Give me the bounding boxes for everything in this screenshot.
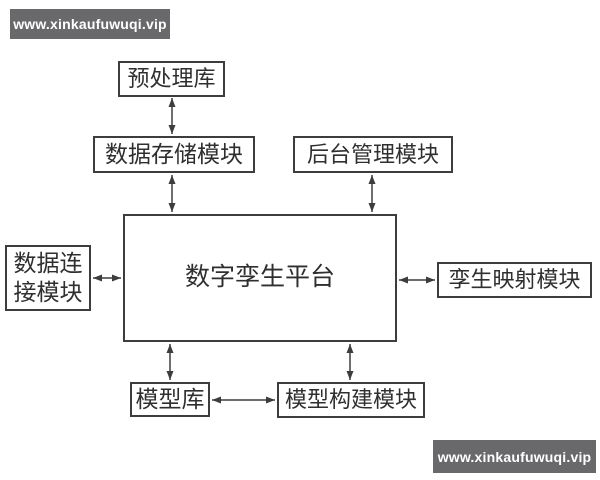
node-label-line1: 数据连 bbox=[13, 250, 83, 277]
node-twin-mapping-module: 孪生映射模块 bbox=[437, 262, 592, 298]
watermark-banner-top-left: www.xinkaufuwuqi.vip bbox=[10, 9, 170, 39]
node-data-storage-module: 数据存储模块 bbox=[93, 136, 255, 173]
watermark-text: www.xinkaufuwuqi.vip bbox=[13, 16, 167, 32]
node-label: 数字孪生平台 bbox=[184, 263, 335, 292]
node-label: 后台管理模块 bbox=[306, 141, 439, 167]
node-preprocessing-library: 预处理库 bbox=[118, 61, 225, 97]
node-model-library: 模型库 bbox=[130, 382, 210, 417]
watermark-text: www.xinkaufuwuqi.vip bbox=[437, 448, 592, 465]
node-label: 模型构建模块 bbox=[284, 387, 417, 413]
node-label: 模型库 bbox=[135, 386, 205, 413]
node-digital-twin-platform: 数字孪生平台 bbox=[123, 214, 397, 342]
node-label-line2: 接模块 bbox=[13, 279, 83, 305]
node-label: 孪生映射模块 bbox=[448, 267, 581, 293]
node-label: 数据存储模块 bbox=[105, 141, 243, 168]
node-label: 预处理库 bbox=[127, 66, 216, 92]
node-backend-management-module: 后台管理模块 bbox=[293, 136, 453, 173]
node-data-connection-module: 数据连 接模块 bbox=[5, 245, 91, 311]
node-model-building-module: 模型构建模块 bbox=[277, 382, 425, 418]
watermark-banner-bottom-right: www.xinkaufuwuqi.vip bbox=[433, 440, 596, 473]
